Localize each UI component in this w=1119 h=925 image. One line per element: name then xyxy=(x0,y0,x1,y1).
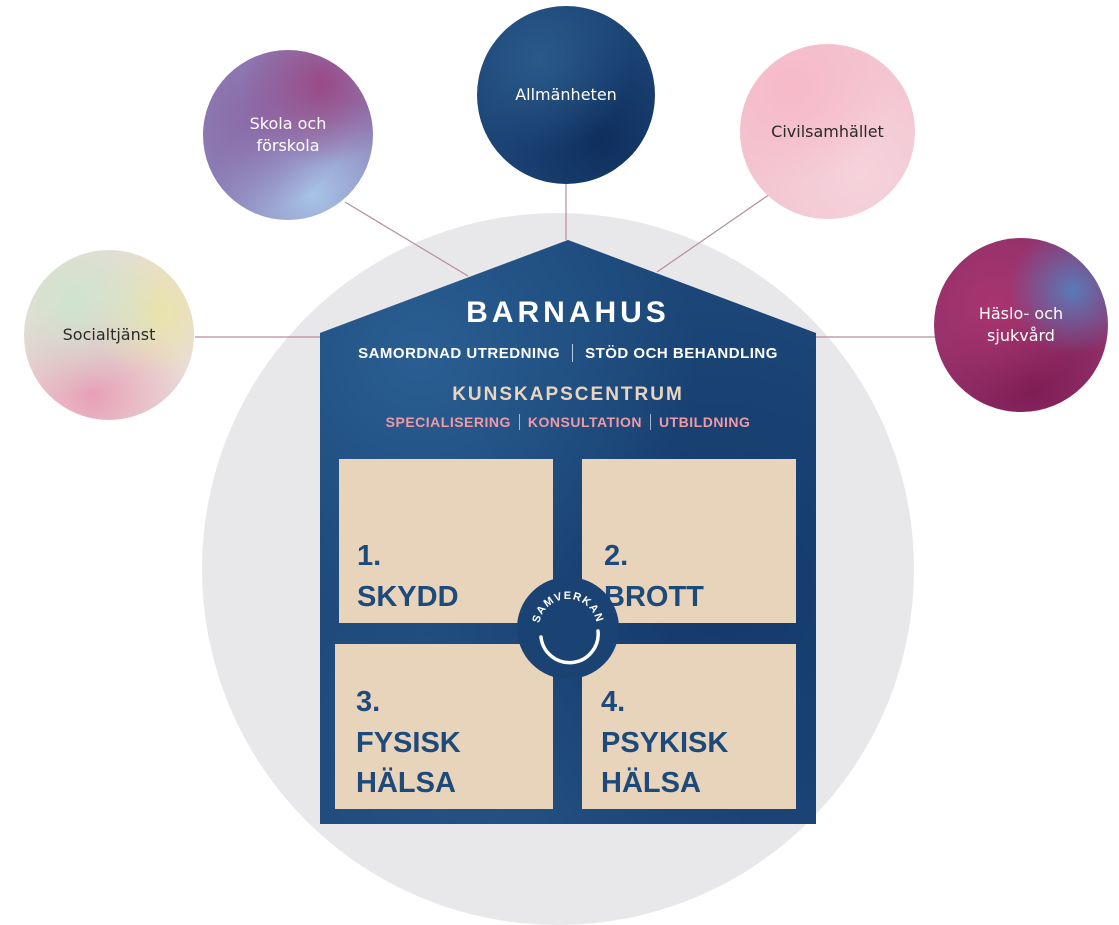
stakeholder-allmanheten: Allmänheten xyxy=(477,6,655,184)
samverkan-badge: SAMVERKAN xyxy=(519,579,617,677)
knowledge-item: UTBILDNING xyxy=(659,414,751,430)
house-title: BARNAHUS xyxy=(466,296,670,329)
stakeholder-civilsamhallet: Civilsamhället xyxy=(740,44,915,219)
quadrant-fysisk-halsa: 3. FYSISK HÄLSA xyxy=(335,644,553,809)
stakeholder-halso: Häslo- och sjukvård xyxy=(934,238,1108,412)
quadrant-psykisk-halsa: 4. PSYKISK HÄLSA xyxy=(582,644,796,809)
house-subtitle: SAMORDNAD UTREDNING STÖD OCH BEHANDLING xyxy=(320,344,816,362)
quadrant-brott: 2. BROTT xyxy=(582,459,796,623)
quadrant-label: HÄLSA xyxy=(601,767,701,800)
knowledge-center-title: KUNSKAPSCENTRUM xyxy=(452,384,684,405)
subtitle-right: STÖD OCH BEHANDLING xyxy=(585,344,778,362)
connector-skola xyxy=(344,201,469,277)
samverkan-label: SAMVERKAN xyxy=(530,590,604,624)
stakeholder-label: Civilsamhället xyxy=(771,121,884,141)
quadrant-number: 2. xyxy=(604,540,629,572)
connector-civilsamhallet xyxy=(656,191,774,273)
divider xyxy=(518,414,520,430)
quadrant-label: SKYDD xyxy=(357,580,459,613)
knowledge-center-items: SPECIALISERING KONSULTATION UTBILDNING xyxy=(320,414,816,430)
subtitle-left: SAMORDNAD UTREDNING xyxy=(358,344,561,362)
quadrant-number: 4. xyxy=(601,686,626,718)
quadrant-label: HÄLSA xyxy=(356,767,456,800)
quadrant-skydd: 1. SKYDD xyxy=(339,459,553,623)
stakeholder-label: Allmänheten xyxy=(515,85,617,105)
knowledge-item: KONSULTATION xyxy=(527,414,643,430)
stakeholder-skola: Skola och förskola xyxy=(203,50,373,220)
svg-text:SAMVERKAN: SAMVERKAN xyxy=(530,590,605,624)
stakeholder-label: Socialtjänst xyxy=(62,325,156,345)
quadrant-label: PSYKISK xyxy=(601,726,729,759)
stakeholder-socialtjanst: Socialtjänst xyxy=(24,250,194,420)
quadrant-label: BROTT xyxy=(604,580,704,613)
knowledge-item: SPECIALISERING xyxy=(385,414,511,430)
stakeholder-label: Häslo- och sjukvård xyxy=(978,304,1064,345)
stakeholder-label: Skola och förskola xyxy=(249,114,327,155)
samverkan-arc-icon: SAMVERKAN xyxy=(530,590,605,665)
quadrant-number: 1. xyxy=(357,540,382,572)
quadrant-label: FYSISK xyxy=(356,726,461,759)
barnahus-house: BARNAHUS SAMORDNAD UTREDNING STÖD OCH BE… xyxy=(320,240,816,824)
divider xyxy=(650,414,652,430)
quadrant-number: 3. xyxy=(356,686,381,718)
divider xyxy=(572,344,574,362)
